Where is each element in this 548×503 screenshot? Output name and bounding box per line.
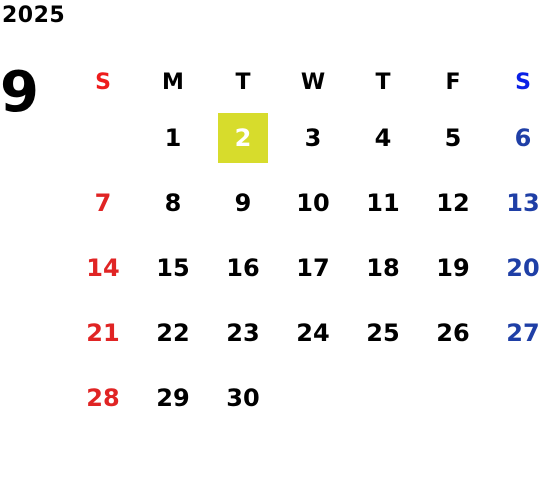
day-cell-saturday[interactable]: 6 [514,123,532,152]
weekday-header-tue: T [235,70,251,95]
weekday-header-sun: S [95,70,111,95]
day-cell-sunday[interactable]: 7 [94,188,112,217]
day-cell[interactable]: 11 [366,188,400,217]
day-cell[interactable]: 24 [296,318,330,347]
day-cell[interactable]: 22 [156,318,190,347]
day-cell[interactable]: 25 [366,318,400,347]
day-cell[interactable]: 17 [296,253,330,282]
day-cell-saturday[interactable]: 20 [506,253,540,282]
weekday-header-fri: F [445,70,461,95]
day-cell[interactable]: 10 [296,188,330,217]
day-cell[interactable]: 29 [156,383,190,412]
day-cell[interactable]: 3 [304,123,322,152]
day-cell[interactable]: 4 [374,123,392,152]
day-cell[interactable]: 26 [436,318,470,347]
today-highlight: 2 [218,112,268,163]
day-cell[interactable]: 1 [164,123,182,152]
weekday-header-sat: S [515,70,531,95]
year-label: 2025 [2,3,66,28]
day-cell-empty [488,365,548,430]
day-cell-sunday[interactable]: 14 [86,253,120,282]
day-cell[interactable]: 9 [234,188,252,217]
day-cell[interactable]: 19 [436,253,470,282]
day-cell[interactable]: 23 [226,318,260,347]
day-cell-sunday[interactable]: 28 [86,383,120,412]
day-cell-today[interactable]: 2 [208,105,278,170]
day-cell-empty [68,105,138,170]
month-number: 9 [0,60,39,125]
day-cell-empty [348,365,418,430]
day-cell-saturday[interactable]: 13 [506,188,540,217]
weekday-header-mon: M [162,70,184,95]
day-cell-sunday[interactable]: 21 [86,318,120,347]
calendar-grid: S M T W T F S 1 2 3 4 5 6 7 8 9 10 11 12… [68,60,548,430]
day-cell[interactable]: 5 [444,123,462,152]
day-cell[interactable]: 12 [436,188,470,217]
day-cell[interactable]: 30 [226,383,260,412]
day-cell[interactable]: 8 [164,188,182,217]
day-cell-empty [418,365,488,430]
day-cell-saturday[interactable]: 27 [506,318,540,347]
day-cell[interactable]: 16 [226,253,260,282]
day-cell[interactable]: 15 [156,253,190,282]
weekday-header-wed: W [300,70,326,95]
day-cell-empty [278,365,348,430]
weekday-header-thu: T [375,70,391,95]
day-cell[interactable]: 18 [366,253,400,282]
